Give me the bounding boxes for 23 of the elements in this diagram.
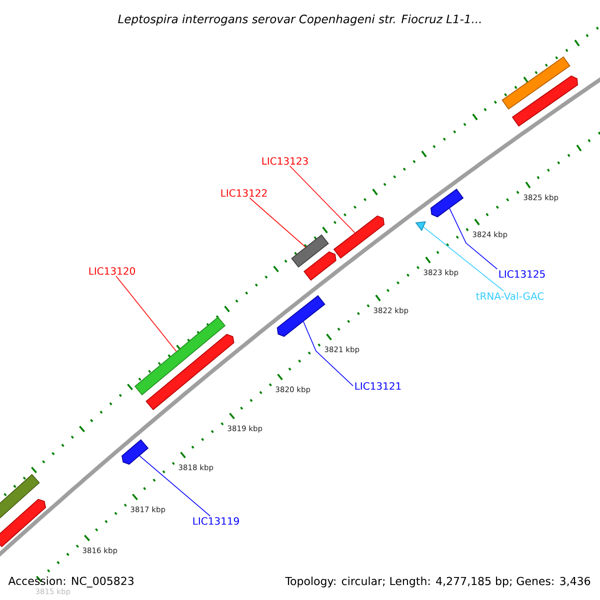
gene-label: LIC13121 (355, 382, 401, 390)
leader-line (289, 166, 356, 234)
gene-label: LIC13120 (89, 267, 135, 275)
footer-text: Accession: NC_005823 (8, 576, 134, 588)
leader-line (139, 455, 211, 516)
leader-line (249, 198, 306, 248)
leader-line (423, 226, 504, 292)
title: Leptospira interrogans serovar Copenhageni str. Fiocruz L1-1... (118, 14, 481, 26)
gene-block (146, 334, 234, 410)
gene-block (122, 439, 149, 465)
gene-block (276, 295, 326, 337)
gene-block (430, 188, 464, 218)
leader-line (303, 321, 354, 386)
gene-label: LIC13125 (499, 270, 545, 278)
gene-label: tRNA-Val-GAC (476, 292, 544, 300)
gene-block (304, 251, 336, 281)
gene-label: LIC13123 (262, 157, 308, 165)
gene-label: LIC13119 (193, 517, 239, 525)
leader-line (449, 208, 498, 270)
gene-label: LIC13122 (221, 189, 267, 197)
footer-text: Topology: circular; Length: 4,277,185 bp; Genes: 3,436 (285, 576, 590, 588)
leader-line (116, 276, 177, 352)
gene-block (0, 498, 46, 548)
